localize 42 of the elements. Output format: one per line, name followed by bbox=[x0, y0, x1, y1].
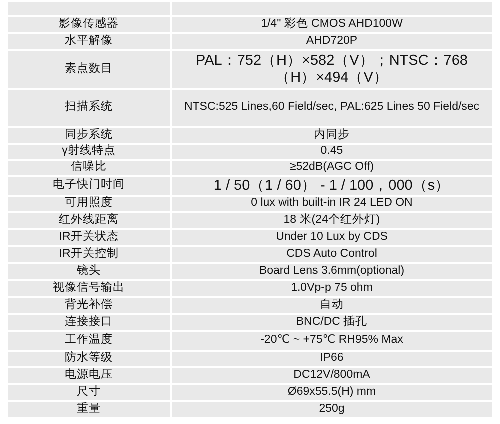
spec-value: ≥52dB(AGC Off) bbox=[172, 161, 492, 175]
spec-name: 工作温度 bbox=[8, 332, 170, 350]
spec-name: 扫描系统 bbox=[8, 90, 170, 126]
spec-name: 可用照度 bbox=[8, 197, 170, 211]
spec-value: 0 lux with built-in IR 24 LED ON bbox=[172, 197, 492, 211]
spec-name: IR开关控制 bbox=[8, 247, 170, 262]
spec-value: PAL：752（H）×582（V）；NTSC：768（H）×494（V） bbox=[172, 51, 492, 88]
spec-value: 18 米(24个红外灯) bbox=[172, 213, 492, 228]
spec-name: 防水等级 bbox=[8, 352, 170, 366]
spec-value: 1/4" 彩色 CMOS AHD100W bbox=[172, 17, 492, 32]
spec-value: 250g bbox=[172, 402, 492, 417]
spec-value: IP66 bbox=[172, 352, 492, 366]
spec-name: 尺寸 bbox=[8, 385, 170, 400]
spec-value: 1.0Vp-p 75 ohm bbox=[172, 281, 492, 296]
spec-value: 内同步 bbox=[172, 128, 492, 143]
spec-value: DC12V/800mA bbox=[172, 368, 492, 383]
spec-value: NTSC:525 Lines,60 Field/sec, PAL:625 Lines 50 Field/sec bbox=[172, 90, 492, 126]
spec-name: 信噪比 bbox=[8, 161, 170, 175]
spec-name: 连接接口 bbox=[8, 315, 170, 330]
spec-name: 电子快门时间 bbox=[8, 177, 170, 195]
spec-value: 自动 bbox=[172, 298, 492, 313]
spec-name: IR开关状态 bbox=[8, 230, 170, 245]
spec-name: γ射线特点 bbox=[8, 145, 170, 159]
spec-name: 同步系统 bbox=[8, 128, 170, 143]
spec-name: 水平解像 bbox=[8, 34, 170, 49]
spec-name: 视像信号输出 bbox=[8, 281, 170, 296]
spec-name: 电源电压 bbox=[8, 368, 170, 383]
spec-value: Board Lens 3.6mm(optional) bbox=[172, 264, 492, 279]
spec-value: 1 / 50（1 / 60） - 1 / 100，000（s） bbox=[172, 177, 492, 195]
spec-value: CDS Auto Control bbox=[172, 247, 492, 262]
spec-value: 0.45 bbox=[172, 145, 492, 159]
spec-value: Ø69x55.5(H) mm bbox=[172, 385, 492, 400]
spec-name: 红外线距离 bbox=[8, 213, 170, 228]
spec-name: 重量 bbox=[8, 402, 170, 417]
spec-value: -20℃ ~ +75℃ RH95% Max bbox=[172, 332, 492, 350]
spec-name: 镜头 bbox=[8, 264, 170, 279]
spec-value: AHD720P bbox=[172, 34, 492, 49]
spec-name: 素点数目 bbox=[8, 51, 170, 88]
spec-value: Under 10 Lux by CDS bbox=[172, 230, 492, 245]
spec-name: 背光补偿 bbox=[8, 298, 170, 313]
spec-value: BNC/DC 插孔 bbox=[172, 315, 492, 330]
spec-name: 影像传感器 bbox=[8, 17, 170, 32]
